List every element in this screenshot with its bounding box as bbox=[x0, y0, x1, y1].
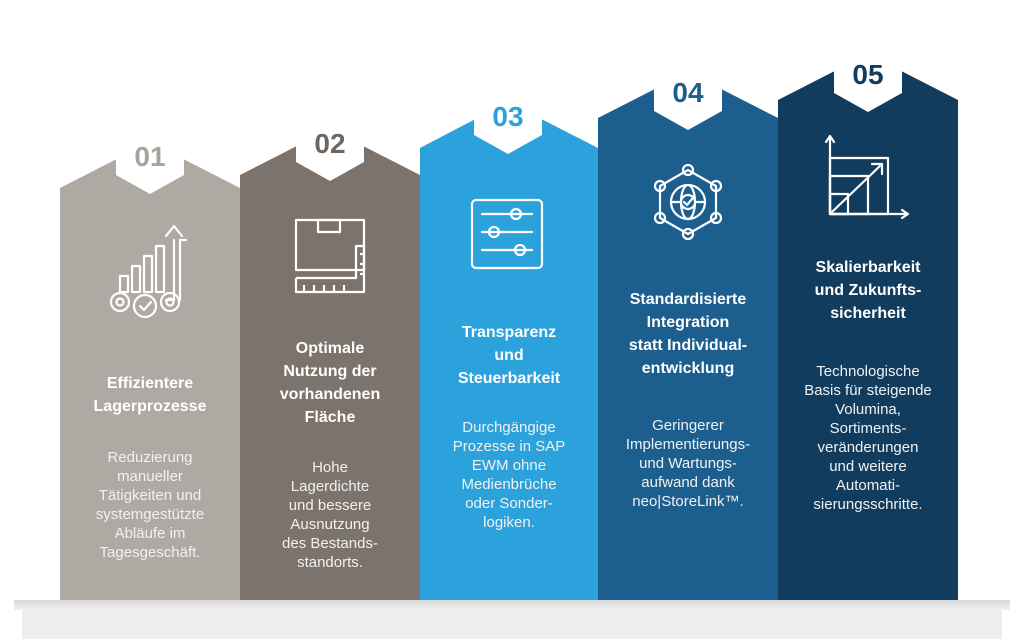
column-5-title: Skalierbarkeit und Zukunfts- sicherheit bbox=[814, 259, 922, 322]
column-3-description: Durchgängige Prozesse in SAP EWM ohne Me… bbox=[452, 419, 566, 531]
column-2-title: Optimale Nutzung der vorhandenen Fläche bbox=[279, 340, 381, 426]
column-4-hex bbox=[654, 54, 722, 130]
column-2-banner bbox=[240, 129, 420, 608]
column-1-description: Reduzierung manueller Tätigkeiten und sy… bbox=[95, 449, 205, 561]
column-4-banner bbox=[598, 72, 778, 608]
column-3-hex bbox=[474, 78, 542, 154]
column-3-title: Transparenz und Steuerbarkeit bbox=[457, 324, 561, 387]
growth-gears-icon bbox=[109, 224, 188, 319]
column-2-number: 02 bbox=[314, 128, 345, 159]
column-1-title: Effizientere Lagerprozesse bbox=[93, 375, 207, 415]
column-3: 03 bbox=[420, 78, 598, 608]
box-floorplan-icon bbox=[294, 218, 366, 294]
column-4: 04 bbox=[598, 54, 778, 608]
network-globe-icon bbox=[653, 163, 723, 241]
column-5: 05 bbox=[778, 36, 958, 608]
base-shadow bbox=[14, 600, 1010, 610]
column-1: 01 bbox=[60, 118, 240, 608]
column-5-number: 05 bbox=[852, 59, 883, 90]
column-2-description: Hohe Lagerdichte und bessere Ausnutzung … bbox=[282, 459, 378, 571]
control-sliders-icon bbox=[470, 198, 544, 270]
column-1-number: 01 bbox=[134, 141, 165, 172]
column-1-banner bbox=[60, 142, 240, 608]
column-1-hex bbox=[116, 118, 184, 194]
base-platform bbox=[22, 608, 1002, 639]
column-4-title: Standardisierte Integration statt Indivi… bbox=[628, 291, 748, 377]
column-2-hex bbox=[296, 105, 364, 181]
column-3-banner bbox=[420, 102, 598, 608]
column-3-number: 03 bbox=[492, 101, 523, 132]
column-4-description: Geringerer Implementierungs- und Wartung… bbox=[625, 417, 751, 510]
column-5-hex bbox=[834, 36, 902, 112]
column-5-banner bbox=[778, 54, 958, 608]
scaling-chart-icon bbox=[824, 134, 910, 220]
column-2: 02 bbox=[240, 105, 420, 608]
column-4-number: 04 bbox=[672, 77, 704, 108]
column-5-description: Technologische Basis für steigende Volum… bbox=[804, 363, 932, 513]
